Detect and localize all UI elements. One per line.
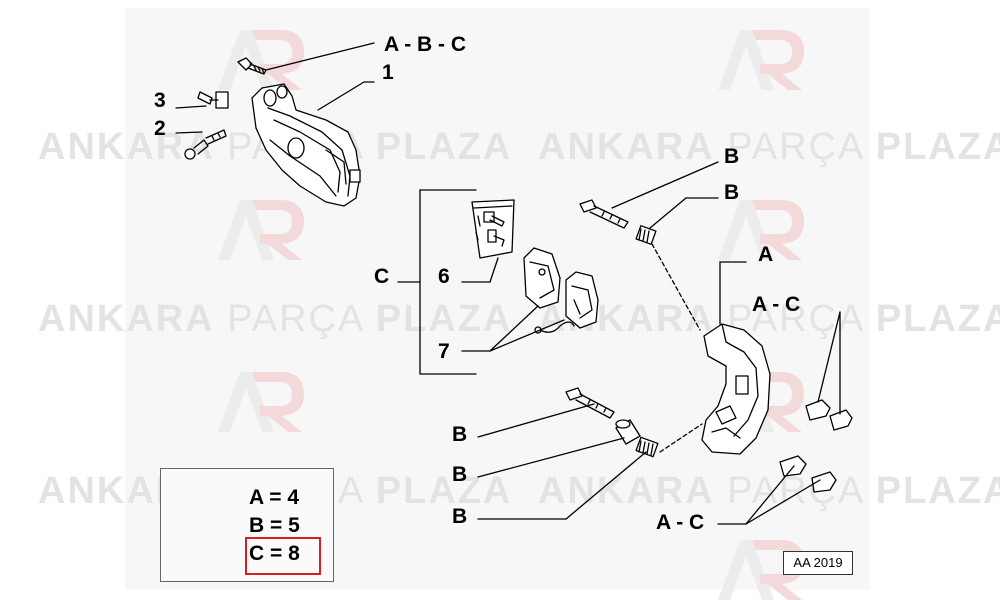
guide-pin-lower	[565, 387, 615, 419]
watermark-text: ANKARA PARÇA PLAZA	[538, 470, 1000, 512]
hardware-bag	[471, 199, 515, 259]
callout-b-bushing: B	[724, 181, 740, 204]
guide-spring-lower	[635, 436, 659, 458]
guide-bushing	[635, 225, 657, 245]
callout-6: 6	[438, 265, 450, 288]
callout-1: 1	[382, 61, 394, 84]
legend-highlight-box	[245, 537, 321, 575]
guide-bushing-lower	[615, 419, 641, 445]
brake-pad-inner	[523, 247, 561, 309]
diagram-code: AA 2019	[783, 551, 853, 575]
callout-b-pin: B	[724, 145, 740, 168]
callout-2: 2	[154, 117, 166, 140]
retaining-clip	[779, 399, 853, 493]
callout-c: C	[374, 265, 390, 288]
callout-ac-lower: A - C	[656, 511, 705, 534]
brake-caliper-housing	[251, 83, 361, 207]
guide-pin	[579, 199, 629, 229]
kit-c-bracket	[397, 189, 477, 375]
quantity-legend: A = 4 B = 5 C = 8	[160, 468, 334, 582]
legend-row-b: B = 5	[249, 514, 300, 537]
callout-ac-upper: A - C	[752, 293, 801, 316]
callout-7: 7	[438, 340, 450, 363]
caliper-bolt	[237, 57, 267, 75]
brake-pad-outer	[565, 271, 599, 329]
callout-b-lower-bushing: B	[452, 463, 468, 486]
callout-b-lower-spring: B	[452, 505, 468, 528]
bleeder-screw	[197, 91, 229, 109]
callout-a: A	[758, 243, 774, 266]
legend-row-a: A = 4	[249, 486, 299, 509]
watermark-text: ANKARA PARÇA PLAZA	[38, 298, 513, 340]
callout-3: 3	[154, 89, 166, 112]
caliper-carrier-bracket	[701, 323, 771, 455]
small-screw	[184, 129, 227, 160]
watermark-text: ANKARA PARÇA PLAZA	[538, 126, 1000, 168]
callout-b-lower-pin: B	[452, 423, 468, 446]
legend-row-c: C = 8	[249, 542, 300, 565]
callout-abc: A - B - C	[384, 33, 467, 56]
